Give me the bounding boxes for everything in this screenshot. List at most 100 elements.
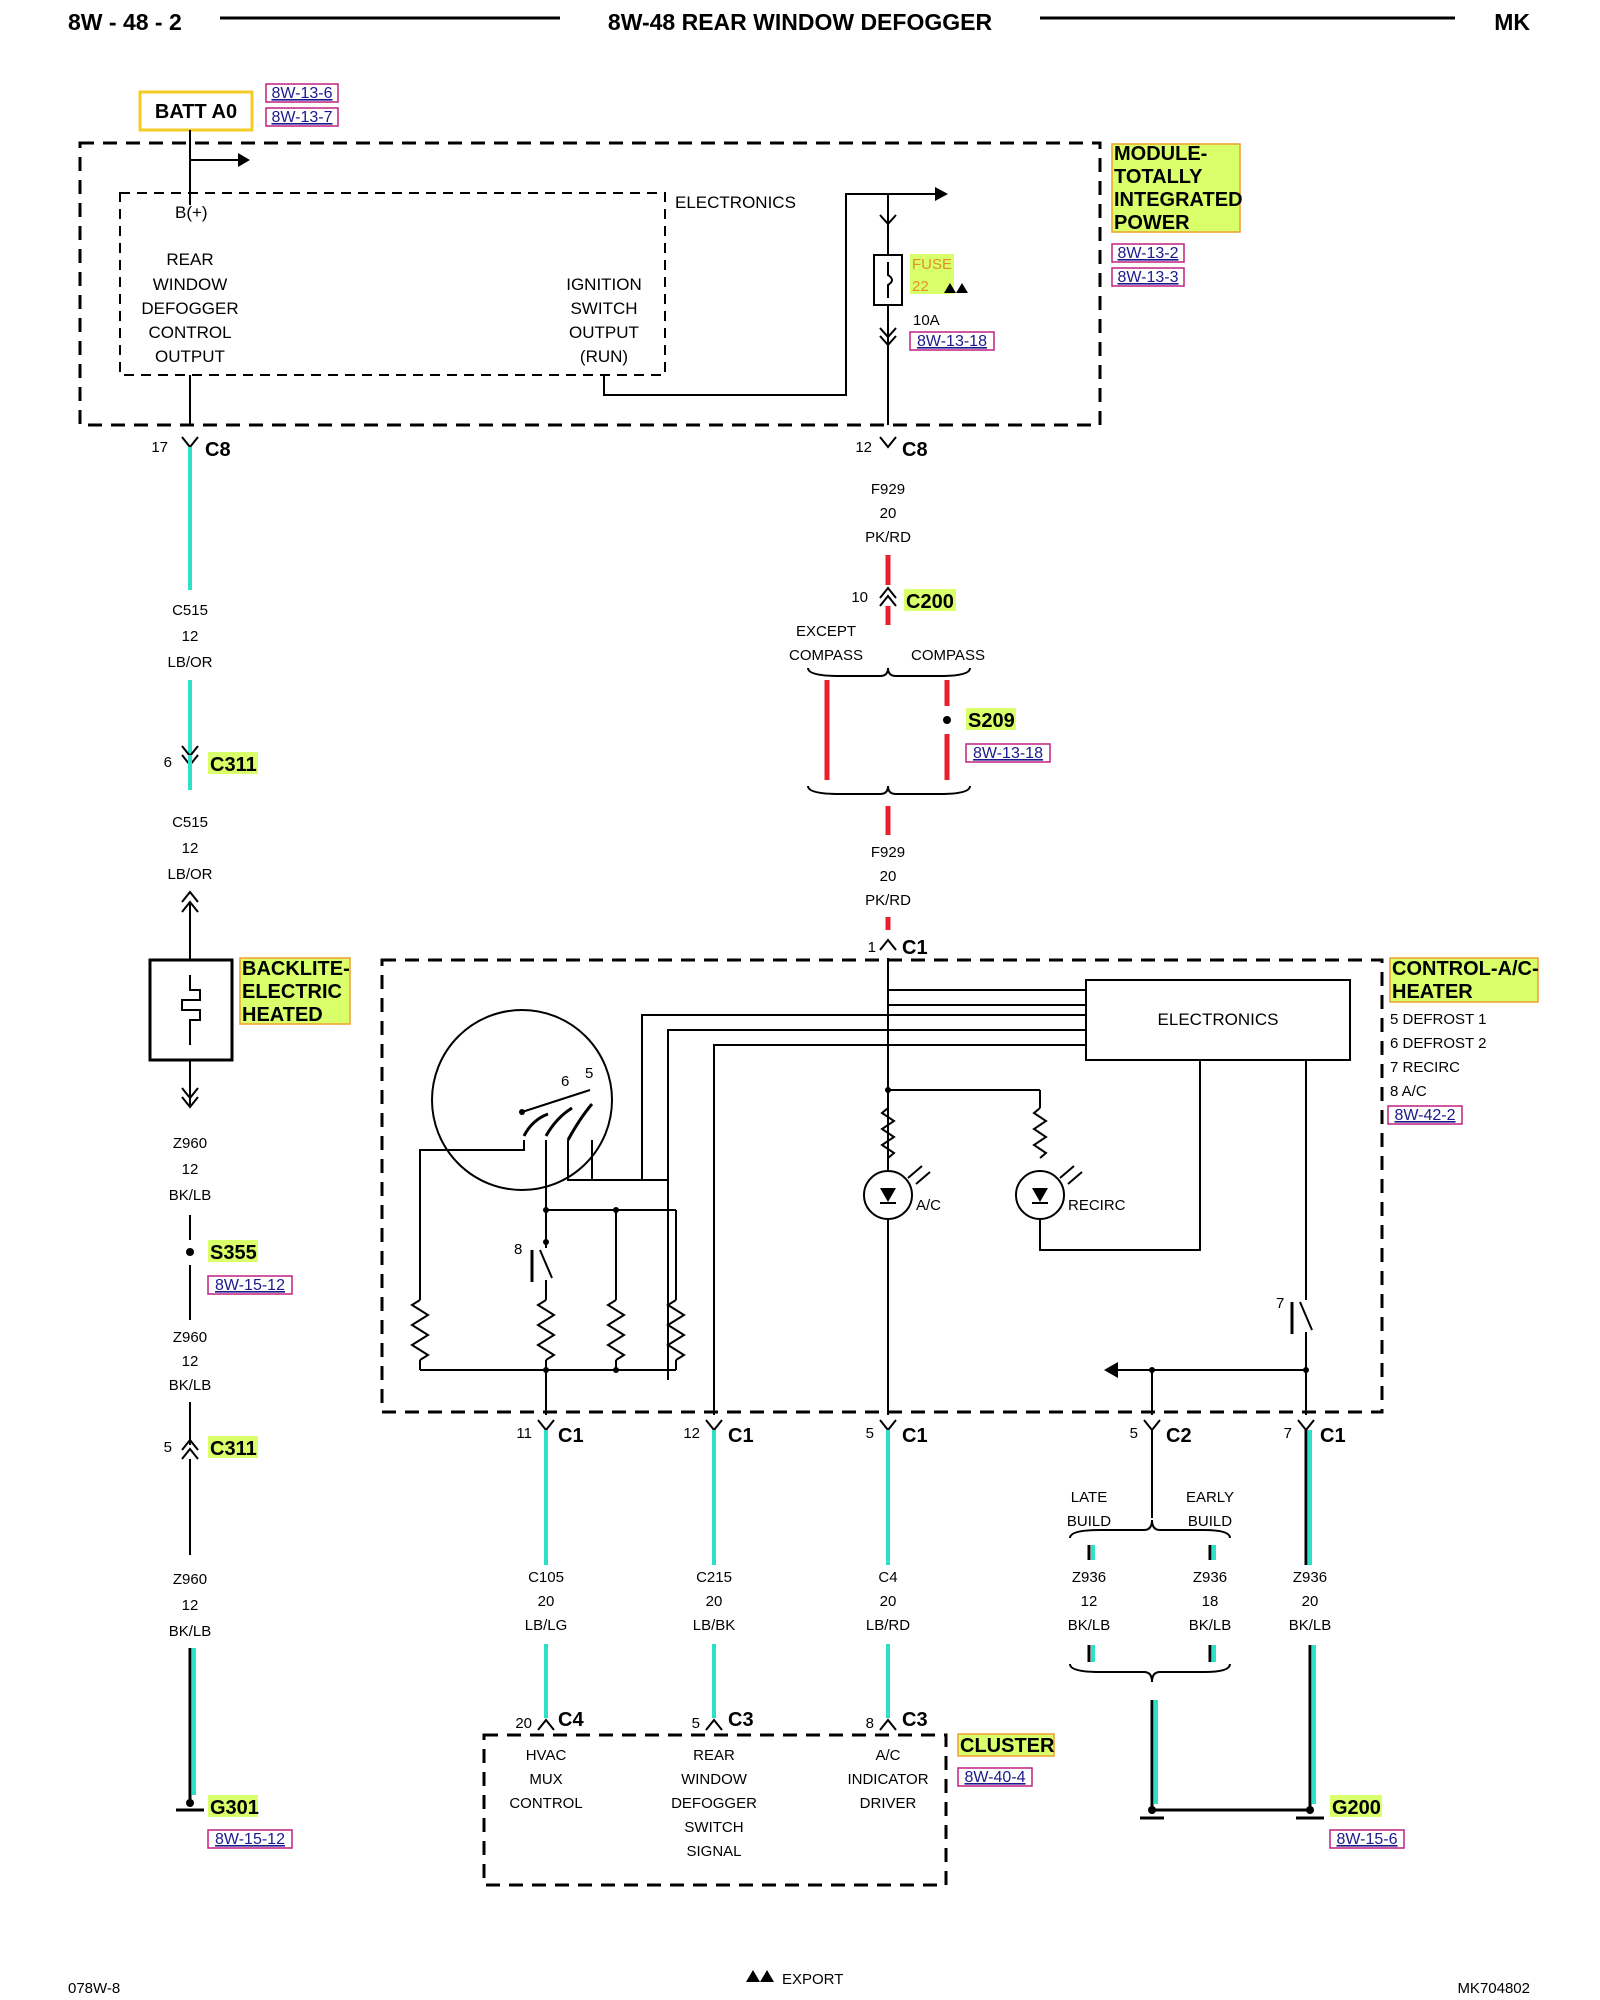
s355-splice: S355 <box>210 1242 257 1264</box>
cluster-ref[interactable]: 8W-40-4 <box>964 1769 1025 1786</box>
c1-pin-12: 12 <box>683 1425 700 1442</box>
wire-label: 20 <box>1302 1593 1319 1610</box>
ignition-output-line: (RUN) <box>580 347 628 366</box>
wire-label: 12 <box>182 1353 199 1370</box>
backlite-name-line: BACKLITE- <box>242 958 350 980</box>
page-footer: 078W-8 EXPORT MK704802 <box>68 1970 1530 1997</box>
batt-ref-2[interactable]: 8W-13-7 <box>271 109 332 126</box>
early-build-line: EARLY <box>1186 1489 1234 1506</box>
wire-label: BK/LB <box>169 1187 212 1204</box>
hvac-mux-line: CONTROL <box>509 1795 582 1812</box>
tipm-ref-2[interactable]: 8W-13-3 <box>1117 269 1178 286</box>
wire-label: 18 <box>1202 1593 1219 1610</box>
ac-driver-line: INDICATOR <box>847 1771 928 1788</box>
ground-continue-arrow-icon <box>1104 1362 1118 1378</box>
wire-label: C105 <box>528 1569 564 1586</box>
defogger-signal-line: WINDOW <box>681 1771 748 1788</box>
c8-connector: C8 <box>205 439 231 461</box>
g200-ref[interactable]: 8W-15-6 <box>1336 1831 1397 1848</box>
early-build-line: BUILD <box>1188 1513 1232 1530</box>
s209-ref[interactable]: 8W-13-18 <box>973 745 1043 762</box>
page-title: 8W-48 REAR WINDOW DEFOGGER <box>608 9 993 35</box>
wire-label: C515 <box>172 814 208 831</box>
cluster-name: CLUSTER <box>960 1735 1055 1757</box>
defogger-signal-line: SIGNAL <box>686 1843 741 1860</box>
batt-ref-1[interactable]: 8W-13-6 <box>271 85 332 102</box>
control-electronics-box <box>1085 979 1351 1061</box>
wire-label: Z960 <box>173 1329 207 1346</box>
switch-8-label: 8 <box>514 1241 522 1258</box>
page-number: 8W - 48 - 2 <box>68 9 182 35</box>
c311-pin-6: 6 <box>164 754 172 771</box>
export-note: EXPORT <box>782 1971 843 1988</box>
g301-ground: G301 <box>210 1797 259 1819</box>
ground-icon <box>1306 1806 1314 1814</box>
switch-7-label: 7 <box>1276 1295 1284 1312</box>
wire-label: 20 <box>538 1593 555 1610</box>
wire-label: BK/LB <box>1068 1617 1111 1634</box>
tipm-module: B(+) REAR WINDOW DEFOGGER CONTROL OUTPUT… <box>78 130 1243 427</box>
s209-splice: S209 <box>968 710 1015 732</box>
batt-a0-source: BATT A0 8W-13-6 8W-13-7 <box>138 83 339 132</box>
control-name-line: CONTROL-A/C- <box>1392 958 1539 980</box>
wire-label: 12 <box>182 840 199 857</box>
c311-pin-5: 5 <box>164 1439 172 1456</box>
s355-ref[interactable]: 8W-15-12 <box>215 1277 285 1294</box>
batt-label: BATT A0 <box>155 101 237 123</box>
c1-pin-5: 5 <box>866 1425 874 1442</box>
hvac-mux-line: HVAC <box>526 1747 567 1764</box>
mode-rotary-switch <box>431 1009 613 1191</box>
bplus-label: B(+) <box>175 203 208 222</box>
splice-dot <box>186 1248 194 1256</box>
wire-label: 12 <box>1081 1593 1098 1610</box>
control-electronics-label: ELECTRONICS <box>1158 1010 1279 1029</box>
tipm-name-line: MODULE- <box>1114 143 1207 165</box>
defogger-output-line: OUTPUT <box>155 347 225 366</box>
c4-connector: C4 <box>558 1709 584 1731</box>
backlite-name-line: HEATED <box>242 1004 323 1026</box>
recirc-lamp-label: RECIRC <box>1068 1197 1126 1214</box>
wire-label: BK/LB <box>169 1377 212 1394</box>
control-name-line: HEATER <box>1392 981 1473 1003</box>
late-build-line: BUILD <box>1067 1513 1111 1530</box>
wire-label: F929 <box>871 481 905 498</box>
g301-ref[interactable]: 8W-15-12 <box>215 1831 285 1848</box>
c3-pin-5: 5 <box>692 1715 700 1732</box>
defogger-output-line: WINDOW <box>153 275 228 294</box>
wire-label: Z936 <box>1072 1569 1106 1586</box>
legend-item: 6 DEFROST 2 <box>1390 1035 1486 1052</box>
export-mark-icon <box>746 1970 760 1982</box>
except-compass-line: EXCEPT <box>796 623 856 640</box>
legend-item: 5 DEFROST 1 <box>1390 1011 1486 1028</box>
c1-pin-1: 1 <box>868 939 876 956</box>
c8-pin-17: 17 <box>151 439 168 456</box>
c8-connector: C8 <box>902 439 928 461</box>
tipm-ref-1[interactable]: 8W-13-2 <box>1117 245 1178 262</box>
footer-right-code: MK704802 <box>1457 1980 1530 1997</box>
wire-label: 12 <box>182 628 199 645</box>
c1-connector: C1 <box>728 1425 754 1447</box>
fuse-rating: 10A <box>913 312 940 329</box>
c311-connector: C311 <box>210 754 257 776</box>
control-ref[interactable]: 8W-42-2 <box>1394 1107 1455 1124</box>
tipm-electronics-label: ELECTRONICS <box>675 193 796 212</box>
wire-label: LB/OR <box>167 654 212 671</box>
fuse-ref[interactable]: 8W-13-18 <box>917 333 987 350</box>
fuse-circuit: 12 C8 F929 20 PK/RD 10 C200 EXCEPT COMPA… <box>789 436 1051 959</box>
backlite-name-line: ELECTRIC <box>242 981 342 1003</box>
switch-position-6: 6 <box>561 1073 569 1090</box>
legend-item: 7 RECIRC <box>1390 1059 1460 1076</box>
wire-label: LB/RD <box>866 1617 910 1634</box>
wire-label: PK/RD <box>865 892 911 909</box>
c3-connector: C3 <box>728 1709 754 1731</box>
wire-label: BK/LB <box>1189 1617 1232 1634</box>
defogger-output-line: CONTROL <box>148 323 231 342</box>
wire-label: 20 <box>880 505 897 522</box>
wire-label: LB/OR <box>167 866 212 883</box>
ac-driver-line: A/C <box>875 1747 900 1764</box>
tipm-name-line: TOTALLY <box>1114 166 1203 188</box>
wire-label: Z936 <box>1293 1569 1327 1586</box>
c1-connector: C1 <box>902 1425 928 1447</box>
wire-label: BK/LB <box>1289 1617 1332 1634</box>
